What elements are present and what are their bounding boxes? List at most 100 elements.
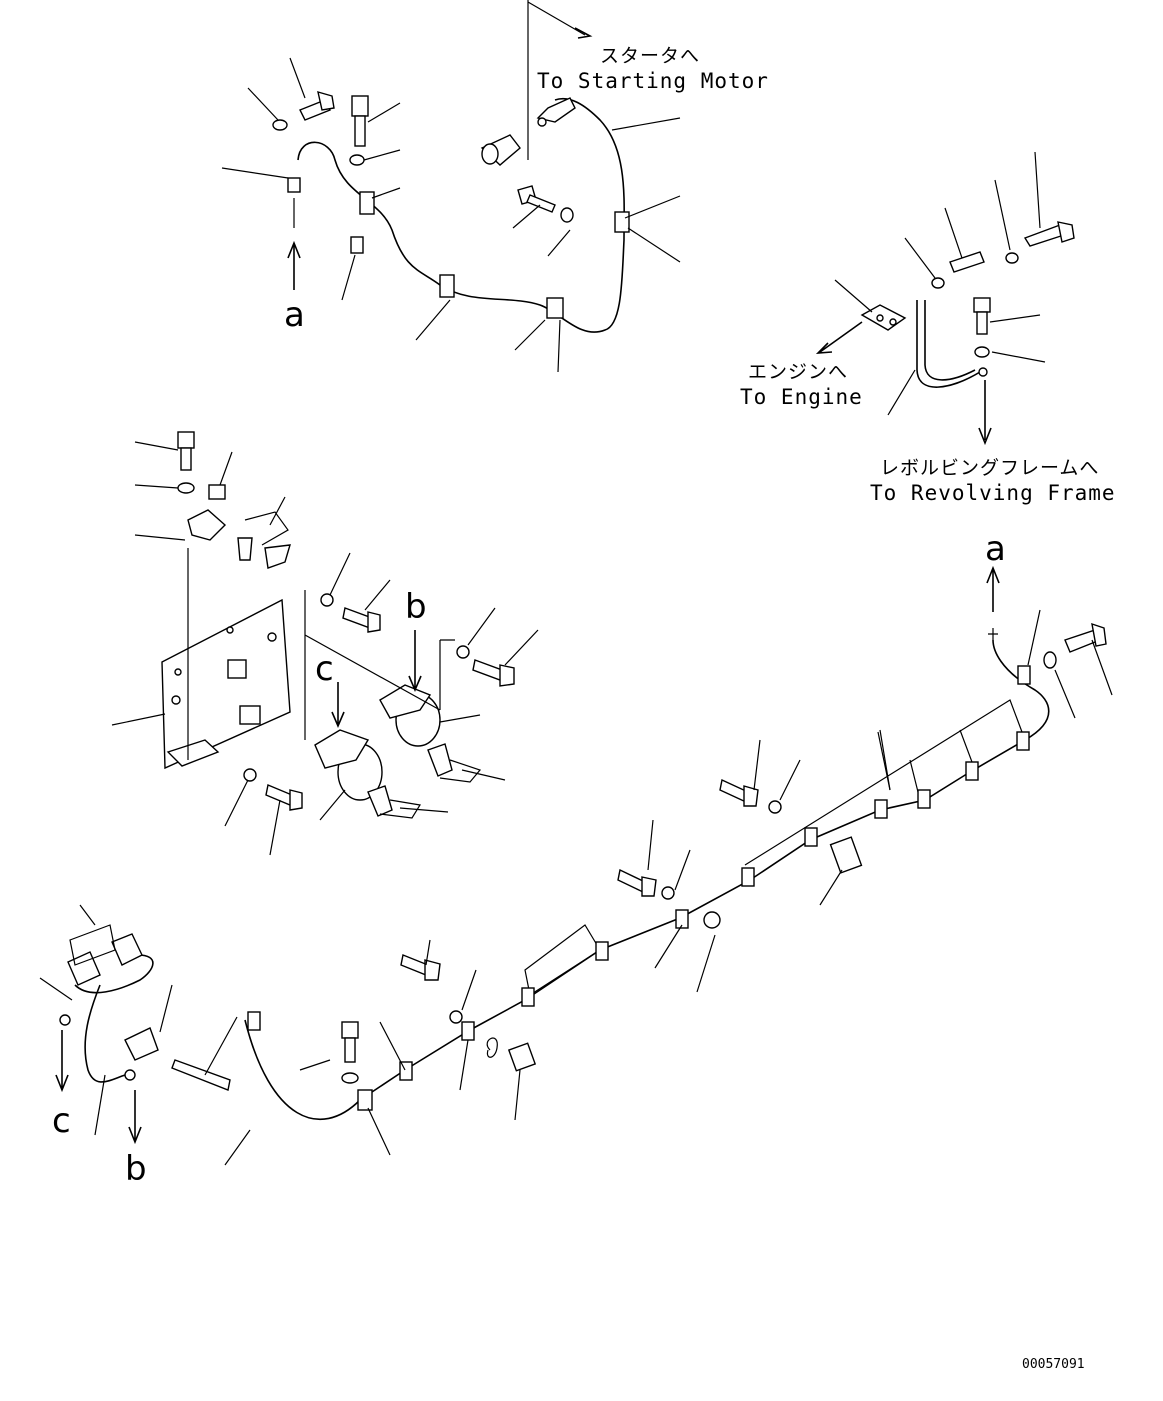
- leaders-mid: [111, 441, 539, 856]
- block-1: [227, 659, 247, 679]
- washer-10: [243, 768, 257, 782]
- harness-sheath-2: [524, 924, 601, 996]
- short-cable-2: [84, 984, 126, 1083]
- plate-hole-c: [226, 626, 234, 634]
- engine-label-jp: エンジンへ: [748, 361, 848, 383]
- bolt-13: [1064, 622, 1107, 653]
- starter-arrow: [574, 27, 593, 39]
- bolt-10: [265, 784, 303, 811]
- harness-clamps: [247, 665, 1031, 1111]
- bolt-3: [517, 185, 556, 213]
- washer-3: [560, 207, 574, 223]
- starter-cable-assembly: スタータへ To Starting Motor: [221, 0, 768, 373]
- cable-boot-2: [111, 933, 143, 966]
- ref-c-bottom: c: [52, 1101, 71, 1141]
- battery-cable: [297, 98, 625, 333]
- engine-label-en: To Engine: [740, 385, 863, 409]
- bracket-foot: [166, 739, 220, 767]
- ground-cable-2: [924, 300, 976, 381]
- bolt-12: [617, 868, 657, 897]
- ref-c-bottom-arrow: [55, 1030, 69, 1093]
- bolt-5: [1023, 221, 1075, 247]
- bolt-7: [177, 431, 195, 471]
- nut-1: [208, 484, 226, 500]
- washer-7: [177, 482, 195, 494]
- leaders-right: [834, 151, 1046, 416]
- bolt-11: [719, 778, 759, 807]
- cable-boot-1: [67, 951, 101, 986]
- lug-hole: [537, 117, 547, 127]
- starter-leader-line: [527, 0, 586, 160]
- cable-lug-b: [124, 1069, 136, 1081]
- ref-b-bottom: b: [125, 1149, 147, 1189]
- ref-a-right: a: [985, 529, 1006, 569]
- small-boot-1: [237, 537, 253, 561]
- mounting-plate: [161, 598, 291, 770]
- washer-13: [1043, 651, 1057, 669]
- clamp-2: [359, 191, 375, 215]
- bolt-15: [341, 1021, 359, 1063]
- bolt-8: [342, 607, 381, 633]
- bolt-2: [351, 95, 369, 147]
- revolving-arrow: [978, 380, 992, 446]
- bolt-9: [472, 659, 515, 687]
- nut-2: [703, 911, 721, 929]
- ground-lug: [978, 367, 988, 377]
- plate-hole-2: [889, 318, 897, 326]
- bolt-4: [949, 251, 985, 273]
- ref-a-top-arrow: [287, 240, 301, 290]
- washer-15: [341, 1072, 359, 1084]
- cable-lug-c: [59, 1014, 71, 1026]
- clamp-3: [439, 274, 455, 298]
- long-harness-assembly: a c b: [39, 529, 1113, 1189]
- washer-2: [349, 154, 365, 166]
- plate-hole-1: [876, 314, 884, 322]
- revolving-label-jp: レボルビングフレームへ: [880, 457, 1099, 479]
- spacer-3: [507, 1042, 537, 1072]
- washer-8: [320, 593, 334, 607]
- washer-9: [456, 645, 470, 659]
- ref-c-arrow: [331, 682, 345, 729]
- cable-boot-3: [124, 1027, 159, 1061]
- ref-a-right-dash: [988, 628, 998, 640]
- washer-12: [661, 886, 675, 900]
- engine-arrow: [815, 321, 863, 354]
- bolt-1: [299, 91, 335, 121]
- harness-sheath: [744, 699, 1026, 866]
- boot-tag: [69, 924, 116, 966]
- revolving-label-en: To Revolving Frame: [870, 481, 1116, 505]
- ref-a-top: a: [284, 295, 305, 335]
- ref-c-mid: c: [315, 649, 334, 689]
- leaders-bottom: [39, 609, 1113, 1166]
- plate-hole-a: [171, 695, 181, 705]
- clamp-1: [287, 177, 301, 193]
- washer-4: [931, 277, 945, 289]
- bolt-14: [400, 954, 441, 981]
- spacer-2: [829, 836, 863, 874]
- washer-1: [272, 119, 288, 131]
- plate-hole-b: [174, 668, 182, 676]
- relay-b: [379, 684, 441, 747]
- small-boot-2: [264, 544, 291, 569]
- ref-a-right-arrow: [986, 565, 1000, 612]
- relay-boot-2: [367, 785, 393, 817]
- ref-b-mid: b: [405, 587, 427, 627]
- relay-boot-1: [427, 743, 453, 777]
- bolt-6: [973, 297, 991, 335]
- leaders-top: [221, 57, 681, 373]
- cable-lug: [536, 97, 576, 123]
- cable-pin: [171, 1059, 231, 1091]
- relay-tags: [379, 759, 482, 819]
- small-relay: [187, 509, 227, 541]
- ground-cable-assembly: エンジンへ To Engine レボルビングフレームへ To Revolving…: [740, 151, 1116, 505]
- starter-label-jp: スタータへ: [600, 45, 700, 67]
- relay-tag: [244, 511, 289, 546]
- washer-11: [768, 800, 782, 814]
- boot-end: [481, 143, 499, 165]
- washer-6: [974, 346, 990, 358]
- washer-5: [1005, 252, 1019, 264]
- plate-hole-d: [267, 632, 277, 642]
- ref-b-arrow: [408, 630, 422, 693]
- ref-b-bottom-arrow: [128, 1090, 142, 1145]
